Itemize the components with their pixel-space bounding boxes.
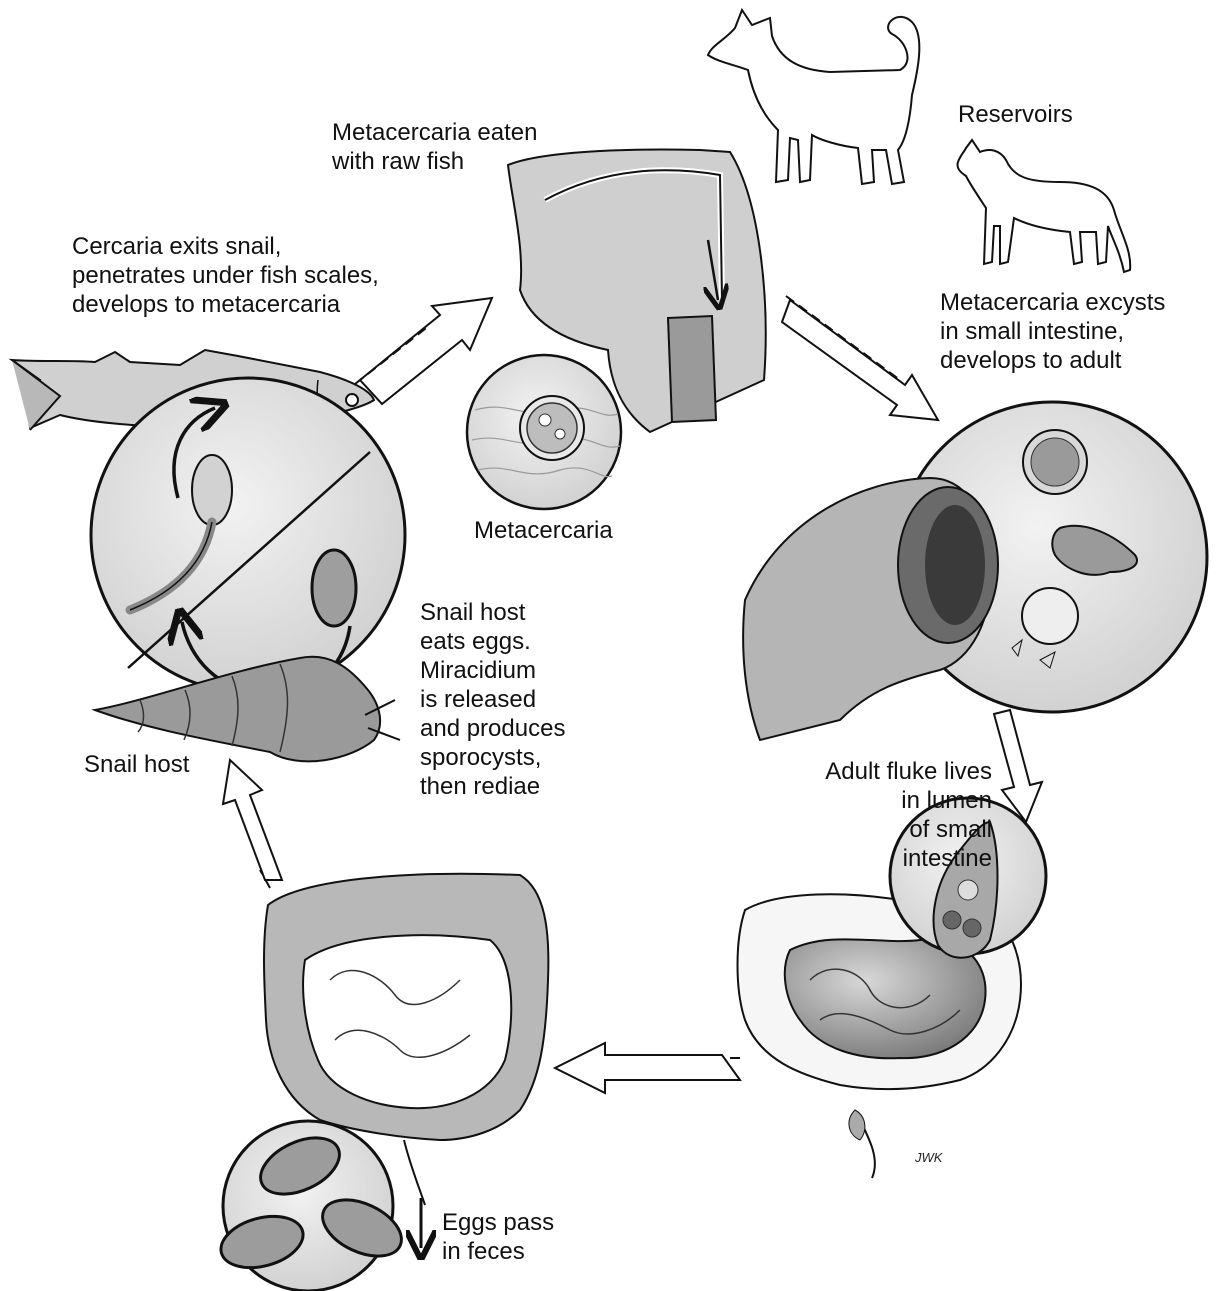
arrow-intestine-to-snail (223, 760, 282, 880)
label-adult-fluke: Adult fluke lives in lumen of small inte… (782, 757, 992, 873)
cercaria-lens (91, 378, 405, 692)
label-eggs-pass: Eggs pass in feces (442, 1208, 602, 1266)
arrow-right-to-left-intestine (555, 1043, 740, 1093)
cat-illustration (957, 140, 1130, 272)
arrow-mouth-to-intestine (782, 300, 938, 420)
label-metacercaria-eaten: Metacercaria eaten with raw fish (332, 118, 572, 176)
label-metacercaria-excysts: Metacercaria excysts in small intestine,… (940, 288, 1220, 375)
snail-illustration (95, 657, 400, 762)
label-snail-host-eats: Snail host eats eggs. Miracidium is rele… (420, 598, 620, 801)
metacercaria-lens (467, 355, 621, 509)
label-metacercaria: Metacercaria (474, 516, 654, 545)
label-snail-host: Snail host (84, 750, 224, 779)
label-reservoirs: Reservoirs (958, 100, 1118, 129)
artist-signature: JWK (915, 1150, 942, 1165)
dog-illustration (708, 10, 919, 184)
excystation-lens (743, 402, 1207, 740)
label-cercaria-exits: Cercaria exits snail, penetrates under f… (72, 232, 432, 319)
eggs-lens (215, 1121, 410, 1291)
